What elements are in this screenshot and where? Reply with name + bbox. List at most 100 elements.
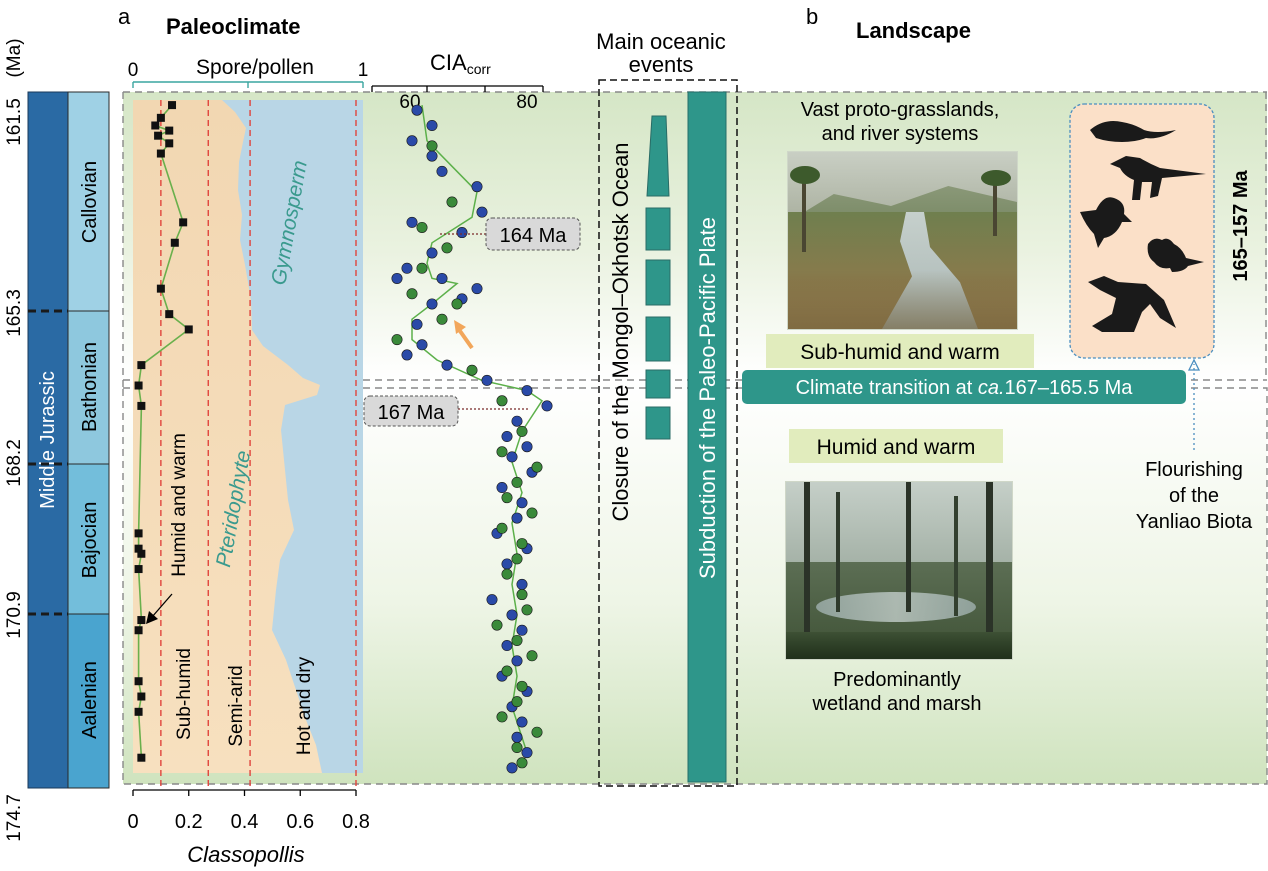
sub-humid-zone-label: Sub-humid	[174, 648, 195, 740]
cia-point-green-14	[511, 476, 523, 488]
mongol-okhotsk-segment-1	[645, 207, 671, 251]
classopollis-marker-11	[184, 325, 193, 334]
cia-point-green-12	[496, 446, 508, 458]
spore-axis-label: Spore/pollen	[196, 56, 314, 79]
cia-point-blue-12	[436, 272, 448, 284]
lower-dashed-border	[122, 387, 1268, 785]
cia-point-green-25	[526, 650, 538, 662]
cia-point-green-28	[511, 696, 523, 708]
classopollis-marker-1	[156, 113, 165, 122]
cia-point-blue-5	[471, 181, 483, 193]
cia-point-blue-21	[521, 385, 533, 397]
cia-point-blue-24	[501, 430, 513, 442]
classopollis-marker-13	[134, 381, 143, 390]
cia-point-blue-1	[426, 119, 438, 131]
stage-aalenian	[67, 613, 110, 789]
cia-point-blue-22	[541, 400, 553, 412]
cia-point-blue-28	[496, 481, 508, 493]
cia-point-blue-33	[501, 558, 513, 570]
cia-point-blue-18	[401, 349, 413, 361]
turtle-silhouette-icon	[1080, 197, 1132, 248]
callout-164-text: 164 Ma	[500, 225, 568, 247]
classopollis-marker-19	[137, 616, 146, 625]
hot-dry-zone-label: Hot and dry	[294, 656, 315, 755]
epoch-label: Middle Jurassic	[37, 371, 59, 509]
classopollis-marker-14	[137, 401, 146, 410]
cia-point-blue-16	[411, 318, 423, 330]
mammal-silhouette-icon	[1147, 238, 1204, 272]
cia-point-green-2	[416, 221, 428, 233]
classopollis-marker-23	[134, 707, 143, 716]
classopollis-marker-4	[154, 131, 163, 140]
classopollis-marker-2	[151, 121, 160, 130]
mongol-okhotsk-segment-3	[645, 316, 671, 362]
transition-text: Climate transition at ca.167–165.5 Ma	[796, 377, 1134, 399]
cia-point-green-26	[501, 665, 513, 677]
mongol-okhotsk-segment-4	[645, 369, 671, 399]
cia-points	[391, 104, 553, 774]
cia-point-blue-3	[426, 150, 438, 162]
age-170-9: 170.9	[4, 591, 25, 639]
classopollis-markers	[134, 101, 193, 762]
classopollis-marker-24	[137, 753, 146, 762]
classopollis-tick-label-4: 0.8	[342, 811, 370, 833]
spore-pollen-panel: 0 1 Spore/pollen Gymnosperm Pteridophyte…	[127, 56, 369, 867]
cia-point-blue-11	[391, 272, 403, 284]
mongol-okhotsk-label: Closure of the Mongol–Okhotsk Ocean	[608, 142, 633, 521]
pointer-arrow-head	[146, 611, 158, 624]
cia-point-green-18	[516, 538, 528, 550]
cia-point-blue-29	[516, 497, 528, 509]
cia-point-blue-30	[511, 512, 523, 524]
salamander-silhouette-icon	[1090, 121, 1176, 142]
stage-bajocian	[67, 463, 110, 615]
cia-point-green-11	[516, 425, 528, 437]
cia-label-main: CIA	[430, 50, 467, 75]
climate-zone-lines	[160, 100, 357, 790]
classopollis-marker-9	[156, 284, 165, 293]
paleo-pacific-bar	[687, 91, 727, 783]
lower-climate-text: Humid and warm	[817, 436, 976, 459]
cia-point-blue-38	[501, 640, 513, 652]
biota-leader-arrow	[1187, 358, 1201, 371]
transition-prefix: Climate transition at	[796, 377, 978, 399]
classopollis-tick-label-3: 0.6	[286, 811, 314, 833]
cia-point-blue-26	[506, 451, 518, 463]
classopollis-marker-17	[137, 549, 146, 558]
panel-label-b: b	[806, 4, 818, 29]
cia-point-blue-4	[436, 165, 448, 177]
cia-point-blue-39	[511, 655, 523, 667]
cia-point-blue-9	[426, 247, 438, 259]
cia-point-blue-0	[411, 104, 423, 116]
cia-axis-label: CIAcorr	[430, 50, 491, 77]
biota-age-label: 165–157 Ma	[1230, 170, 1252, 282]
cia-point-blue-37	[516, 624, 528, 636]
biota-text-line3: Yanliao Biota	[1136, 511, 1253, 533]
upper-climate-badge	[766, 334, 1034, 368]
cia-smooth-curve	[411, 104, 544, 753]
classopollis-marker-18	[134, 565, 143, 574]
cia-point-green-27	[516, 680, 528, 692]
mongol-okhotsk-segment-5	[645, 406, 671, 440]
semi-arid-zone-label: Semi-arid	[226, 665, 247, 746]
age-174-7: 174.7	[4, 794, 25, 842]
cia-point-green-24	[511, 634, 523, 646]
classopollis-marker-15	[134, 529, 143, 538]
panel-label-a: a	[118, 4, 131, 29]
classopollis-marker-6	[156, 149, 165, 158]
lower-climate-badge	[789, 429, 1003, 463]
cia-point-blue-44	[511, 731, 523, 743]
classopollis-tick-label-1: 0.2	[175, 811, 203, 833]
cia-point-blue-25	[521, 441, 533, 453]
theropod-silhouette-icon	[1110, 156, 1206, 200]
callout-164-box	[485, 217, 581, 251]
upper-climate-text: Sub-humid and warm	[800, 341, 1000, 364]
cia-point-green-29	[496, 711, 508, 723]
cia-point-green-31	[511, 742, 523, 754]
classopollis-tick-label-0: 0	[127, 811, 138, 833]
age-168-2: 168.2	[4, 439, 25, 487]
stage-callovian	[67, 91, 110, 312]
callout-167-box	[363, 395, 459, 427]
oceanic-events-box	[598, 79, 738, 787]
